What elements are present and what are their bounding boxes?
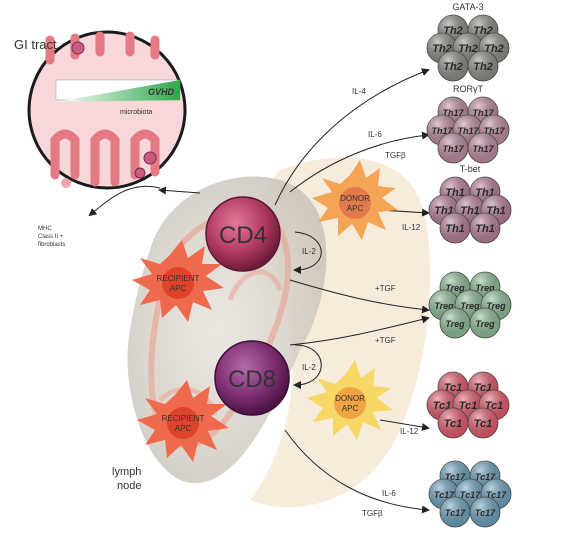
il6-bottom-label: IL-6 (382, 489, 396, 498)
microbiota-label: microbiota (120, 109, 152, 116)
cluster-cell-label: Th2 (458, 43, 478, 55)
cluster-cell-shine (438, 408, 468, 438)
cluster-cell-shine (468, 408, 498, 438)
cluster-cell-label: Th1 (475, 223, 495, 235)
cluster-cell-label: Th1 (445, 223, 465, 235)
cluster-cell-label: Tc17 (445, 508, 466, 518)
cluster-cell-label: Treg (434, 301, 454, 311)
cluster-cell-label: Tc1 (459, 400, 478, 412)
cluster-cell-shine (438, 133, 468, 163)
cluster-cell-label: Th17 (472, 144, 494, 154)
cluster-cell-label: Tc1 (444, 418, 463, 430)
il2-loop-bottom (293, 344, 322, 389)
cluster-cell-label: Tc17 (475, 472, 496, 482)
svg-text:APC: APC (170, 284, 187, 293)
transcription-factor-label: RORγT (453, 84, 483, 94)
cd8-cell: CD8 (214, 340, 290, 416)
svg-text:Class II +: Class II + (38, 234, 64, 240)
donor-apc-bottom: DONOR APC (307, 360, 393, 440)
cluster-cell-label: Th1 (460, 205, 480, 217)
cluster-cell-label: Tc17 (460, 490, 481, 500)
tgfb-top-label: TGFβ (385, 151, 406, 160)
cluster-cell-shine (440, 213, 470, 243)
cluster-cell-shine (468, 133, 498, 163)
arrows (158, 68, 430, 514)
svg-text:RECIPIENT: RECIPIENT (157, 274, 200, 283)
donor-apc-top: DONOR APC (312, 160, 398, 240)
tgf-cd4-label: +TGF (375, 284, 396, 293)
cluster-cell-label: Tc1 (474, 418, 493, 430)
cluster-cell-label: Tc17 (486, 490, 507, 500)
il6-top-label: IL-6 (368, 130, 382, 139)
cluster-cell-label: Th17 (457, 126, 479, 136)
svg-text:CD8: CD8 (228, 366, 276, 393)
cluster-cell-label: Th2 (473, 61, 493, 73)
cluster-cell-label: Th17 (442, 108, 464, 118)
svg-text:DONOR: DONOR (335, 394, 365, 403)
recipient-apc-bottom: RECIPIENT APC (137, 380, 229, 462)
transcription-factor-label: T-bet (460, 164, 481, 174)
cluster-cell-shine (470, 497, 500, 527)
svg-text:RECIPIENT: RECIPIENT (162, 414, 205, 423)
il4-label: IL-4 (352, 87, 366, 96)
cluster-cell-label: Th17 (483, 126, 505, 136)
recipient-apc-top: RECIPIENT APC (132, 240, 224, 322)
tgfb-bottom-label: TGFβ (362, 509, 383, 518)
svg-text:DONOR: DONOR (340, 194, 370, 203)
cd4-cell: CD4 (205, 196, 281, 272)
gvhd-label: GVHD (148, 87, 175, 97)
cluster-cell-shine (440, 497, 470, 527)
transcription-factor-label: GATA-3 (452, 2, 483, 12)
cluster-cell-shine (468, 51, 498, 81)
cluster-cell-shine (438, 51, 468, 81)
gi-tract-title: GI tract (14, 37, 57, 52)
cluster-cell-label: Treg (460, 301, 480, 311)
il2-top-label: IL-2 (302, 247, 316, 256)
cluster-cell-shine (440, 308, 470, 338)
il12-bottom-label: IL-12 (400, 427, 419, 436)
cluster-cell-shine (470, 308, 500, 338)
cluster-cell-label: Treg (445, 319, 465, 329)
svg-text:CD4: CD4 (219, 222, 267, 249)
cluster-cell-label: Treg (486, 301, 506, 311)
cluster-cell-label: Th2 (443, 61, 463, 73)
cluster-cell-label: Treg (475, 319, 495, 329)
svg-text:fibroblasts: fibroblasts (38, 242, 65, 248)
lymph-node-label-1: lymph (112, 466, 141, 478)
cluster-cell-label: Tc17 (434, 490, 455, 500)
cluster-cell-label: Th17 (442, 144, 464, 154)
cluster-cell-label: Treg (445, 283, 465, 293)
gi-link-arrow (88, 185, 161, 217)
svg-text:MHC: MHC (38, 226, 52, 232)
il2-loop-top (293, 231, 322, 274)
cluster-cell-label: Tc17 (445, 472, 466, 482)
gi-tract-inset: GVHD microbiota (27, 30, 187, 190)
svg-text:APC: APC (347, 204, 364, 213)
svg-text:APC: APC (342, 404, 359, 413)
cluster-cell-label: Th17 (431, 126, 453, 136)
svg-text:APC: APC (175, 424, 192, 433)
il2-bottom-label: IL-2 (302, 363, 316, 372)
cluster-cell-label: Tc17 (475, 508, 496, 518)
cluster-cell-label: Th17 (472, 108, 494, 118)
lymph-node-label-2: node (117, 480, 141, 492)
il12-top-label: IL-12 (402, 223, 421, 232)
tgf-cd8-label: +TGF (375, 336, 396, 345)
cluster-cell-shine (470, 213, 500, 243)
cluster-cell-label: Treg (475, 283, 495, 293)
fibroblast-label: MHC Class II + fibroblasts (38, 226, 65, 248)
